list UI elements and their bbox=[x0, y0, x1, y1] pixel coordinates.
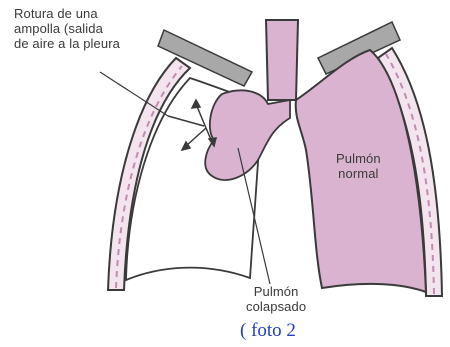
normal-lung-label-line-2: normal bbox=[336, 166, 381, 181]
collapsed-lung-label: Pulmón colapsado bbox=[246, 284, 306, 314]
rupture-label: Rotura de una ampolla (salida de aire a … bbox=[14, 6, 120, 51]
collapsed-lung-label-line-2: colapsado bbox=[246, 299, 306, 314]
trachea bbox=[266, 20, 298, 100]
photo-caption: ( foto 2 bbox=[240, 320, 296, 342]
normal-lung-label-line-1: Pulmón bbox=[336, 151, 381, 166]
collapsed-lung-label-line-1: Pulmón bbox=[246, 284, 306, 299]
collapsed-lung bbox=[205, 90, 290, 180]
rupture-label-line-2: ampolla (salida bbox=[14, 21, 120, 36]
rupture-label-line-3: de aire a la pleura bbox=[14, 36, 120, 51]
rupture-label-line-1: Rotura de una bbox=[14, 6, 120, 21]
normal-lung-label: Pulmón normal bbox=[336, 151, 381, 181]
